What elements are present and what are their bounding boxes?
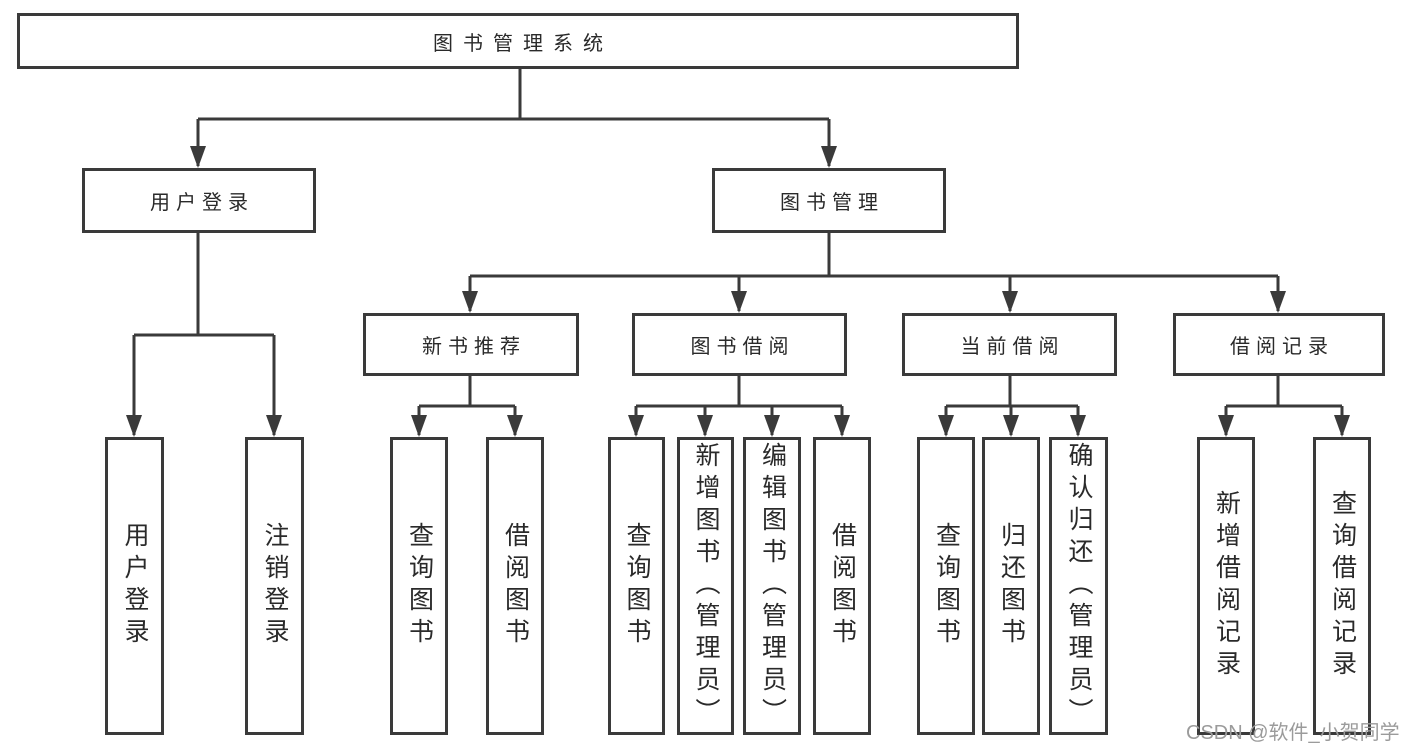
- leaf-bb-query-books: 查询图书: [608, 437, 665, 735]
- watermark: CSDN @软件_小贺同学: [1186, 722, 1400, 744]
- leaf-user-login: 用户登录: [105, 437, 164, 735]
- leaf-br-add-record-label: 新增借阅记录: [1212, 490, 1241, 682]
- leaf-cb-query-books-label: 查询图书: [932, 522, 961, 650]
- leaf-nbr-query-books-label: 查询图书: [405, 522, 434, 650]
- node-user-login: 用户登录: [82, 168, 316, 233]
- leaf-bb-borrow-books-label: 借阅图书: [828, 522, 857, 650]
- leaf-cb-return-books-label: 归还图书: [997, 522, 1026, 650]
- connector-book-borrow-tee: [636, 376, 842, 408]
- leaf-cb-confirm-return-admin: 确认归还（管理员）: [1049, 437, 1108, 735]
- node-user-login-label: 用户登录: [150, 192, 254, 214]
- node-book-borrow-label: 图书借阅: [690, 336, 795, 358]
- node-borrow-records-label: 借阅记录: [1230, 336, 1334, 358]
- leaf-nbr-borrow-books: 借阅图书: [486, 437, 544, 735]
- connector-user-login-tee: [134, 233, 274, 337]
- node-book-management: 图书管理: [712, 168, 946, 233]
- leaf-nbr-query-books: 查询图书: [390, 437, 448, 735]
- node-new-book-recommend: 新书推荐: [363, 313, 579, 376]
- node-root-label: 图书管理系统: [433, 32, 613, 55]
- node-root: 图书管理系统: [17, 13, 1019, 69]
- leaf-bb-query-books-label: 查询图书: [623, 522, 651, 650]
- leaf-cb-confirm-return-admin-label: 确认归还（管理员）: [1065, 442, 1093, 730]
- connector-current-borrow-tee: [946, 376, 1078, 408]
- connector-new-book-recommend-tee: [419, 376, 515, 408]
- leaf-br-query-record: 查询借阅记录: [1313, 437, 1371, 735]
- node-new-book-recommend-label: 新书推荐: [422, 336, 526, 358]
- leaf-bb-borrow-books: 借阅图书: [813, 437, 871, 735]
- leaf-logout-label: 注销登录: [261, 522, 289, 650]
- connector-root-tee: [198, 69, 829, 121]
- leaf-user-login-label: 用户登录: [121, 522, 149, 650]
- node-book-management-label: 图书管理: [780, 192, 884, 214]
- leaf-nbr-borrow-books-label: 借阅图书: [501, 522, 530, 650]
- leaf-cb-query-books: 查询图书: [917, 437, 975, 735]
- leaf-logout: 注销登录: [245, 437, 304, 735]
- leaf-cb-return-books: 归还图书: [982, 437, 1040, 735]
- connector-borrow-records-tee: [1226, 376, 1342, 408]
- node-current-borrow-label: 当前借阅: [960, 336, 1065, 358]
- leaf-bb-add-books-admin: 新增图书（管理员）: [677, 437, 734, 735]
- leaf-br-add-record: 新增借阅记录: [1197, 437, 1255, 735]
- leaf-br-query-record-label: 查询借阅记录: [1328, 490, 1357, 682]
- node-book-borrow: 图书借阅: [632, 313, 847, 376]
- node-current-borrow: 当前借阅: [902, 313, 1117, 376]
- node-borrow-records: 借阅记录: [1173, 313, 1385, 376]
- connector-book-management-tee: [470, 233, 1278, 278]
- leaf-bb-edit-books-admin: 编辑图书（管理员）: [743, 437, 801, 735]
- leaf-bb-add-books-admin-label: 新增图书（管理员）: [692, 442, 720, 730]
- leaf-bb-edit-books-admin-label: 编辑图书（管理员）: [758, 442, 787, 730]
